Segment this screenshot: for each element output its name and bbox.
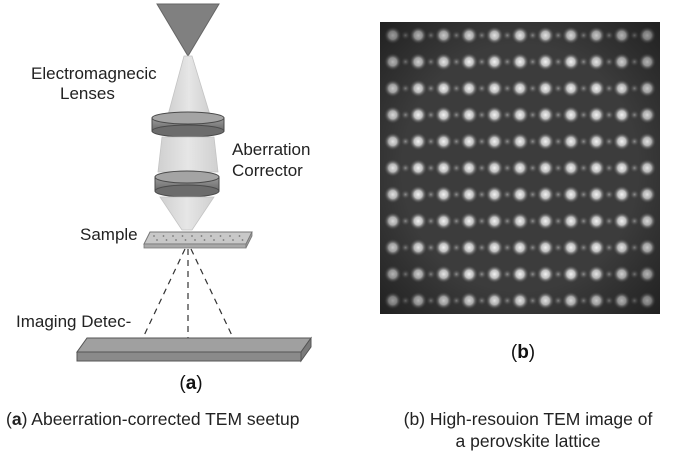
sample-dot (210, 235, 212, 237)
sample-dot (203, 239, 206, 241)
sample-label: Sample (80, 225, 138, 244)
tem-lattice-image (380, 22, 660, 314)
scatter-ray-right (190, 248, 237, 345)
corrector-label-line2: Corrector (232, 161, 303, 180)
sample-dot (232, 239, 234, 241)
caption-b-line2: a perovskite lattice (455, 431, 601, 451)
lattice-atoms (380, 22, 660, 314)
sample-dot (153, 235, 155, 237)
panel-a-letter-text: a (185, 373, 197, 394)
caption-b-letter: b (409, 409, 420, 429)
imaging-detector-plate (76, 336, 312, 363)
sample-dot (162, 235, 165, 237)
sample-dot (238, 235, 241, 237)
electromagnetic-lens-upper (151, 111, 225, 138)
sample-dot (172, 235, 174, 237)
panel-a-letter: (a) (179, 373, 203, 394)
sample-dot (213, 239, 215, 241)
sample-slab (143, 231, 253, 249)
panel-b-letter-text: b (517, 342, 529, 363)
electron-beam-lower (159, 196, 215, 231)
sample-dot (191, 235, 193, 237)
sample-dot (156, 239, 158, 241)
sample-dot (222, 239, 225, 241)
detector-label: Imaging Detec- (16, 312, 132, 331)
sample-dot (181, 235, 184, 237)
sample-dot (241, 239, 244, 241)
sample-dot (184, 239, 187, 241)
lenses-label-line2: Lenses (60, 84, 115, 103)
caption-a-text: Abeerration-corrected TEM seetup (31, 409, 300, 429)
sample-dot (194, 239, 196, 241)
sample-dot (165, 239, 168, 241)
aberration-corrector-lens (154, 170, 220, 198)
caption-b: (b) High-resouion TEM image of a perovsk… (404, 408, 653, 452)
panel-b-letter: (b) (510, 342, 536, 363)
caption-a: (a) Abeerration-corrected TEM seetup (6, 409, 300, 429)
scatter-ray-left (139, 248, 186, 345)
electron-beam-upper (167, 55, 211, 116)
caption-b-line1-text: High-resouion TEM image of (429, 409, 653, 429)
caption-b-line1: (b) High-resouion TEM image of (403, 409, 653, 429)
caption-a-letter: a (11, 409, 22, 429)
electron-beam-middle (157, 136, 219, 173)
sample-dot (229, 235, 231, 237)
sample-dot (175, 239, 177, 241)
corrector-label-line1: Aberration (232, 140, 311, 159)
lenses-label-line1: Electromagnecic (31, 64, 157, 83)
electron-source-cone (156, 3, 220, 57)
sample-dot (219, 235, 222, 237)
sample-dot (200, 235, 203, 237)
